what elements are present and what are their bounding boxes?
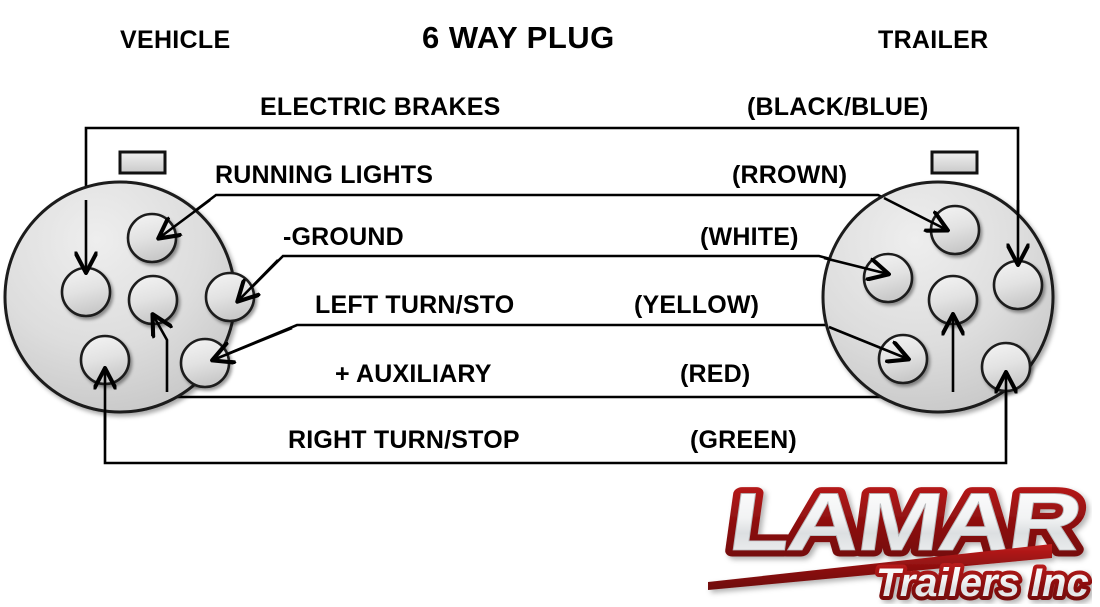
trailer-pin-right-mid[interactable] (992, 259, 1044, 311)
vehicle-keyway-tab (118, 150, 167, 175)
circuit-function-running-lights: RUNNING LIGHTS (215, 161, 434, 189)
vehicle-pin-right-upper[interactable] (204, 271, 256, 323)
logo-swoosh (708, 544, 1052, 590)
trailer-heading: TRAILER (878, 26, 989, 54)
wire-running-lights (159, 193, 947, 238)
circuit-function-electric-brakes: ELECTRIC BRAKES (260, 93, 501, 121)
trailer-pin-left-upper[interactable] (862, 252, 914, 304)
trailer-connector[interactable] (821, 150, 1055, 414)
trailer-pin-top[interactable] (929, 204, 981, 256)
trailer-keyway-tab (930, 150, 979, 175)
circuit-color-ground: (WHITE) (700, 223, 799, 251)
circuit-function-left-turn-stop: LEFT TURN/STO (315, 291, 515, 319)
lamar-trailers-logo: LAMAR LAMAR Trailers Inc Trailers Inc (700, 478, 1092, 604)
circuit-color-right-turn-stop: (GREEN) (690, 426, 797, 454)
vehicle-pin-top[interactable] (126, 212, 178, 264)
diagram-title: 6 WAY PLUG (422, 20, 615, 55)
circuit-color-auxiliary: (RED) (680, 360, 751, 388)
vehicle-pin-left-mid[interactable] (60, 266, 112, 318)
vehicle-pin-right-lower[interactable] (179, 337, 231, 389)
wire-arrow-overlay (86, 196, 1018, 440)
lamar-logo-svg: LAMAR LAMAR Trailers Inc Trailers Inc (708, 478, 1092, 604)
circuit-color-running-lights: (RROWN) (732, 161, 848, 189)
trailer-pin-left-lower[interactable] (877, 333, 929, 385)
circuit-function-auxiliary: + AUXILIARY (335, 360, 492, 388)
logo-secondary-text: Trailers Inc (876, 561, 1089, 604)
vehicle-heading: VEHICLE (120, 26, 231, 54)
circuit-color-left-turn-stop: (YELLOW) (634, 291, 760, 319)
vehicle-connector[interactable] (3, 150, 256, 414)
circuit-color-electric-brakes: (BLACK/BLUE) (747, 93, 929, 121)
circuit-function-right-turn-stop: RIGHT TURN/STOP (288, 426, 520, 454)
circuit-function-ground: -GROUND (283, 223, 404, 251)
logo-secondary-outline: Trailers Inc (876, 561, 1089, 604)
